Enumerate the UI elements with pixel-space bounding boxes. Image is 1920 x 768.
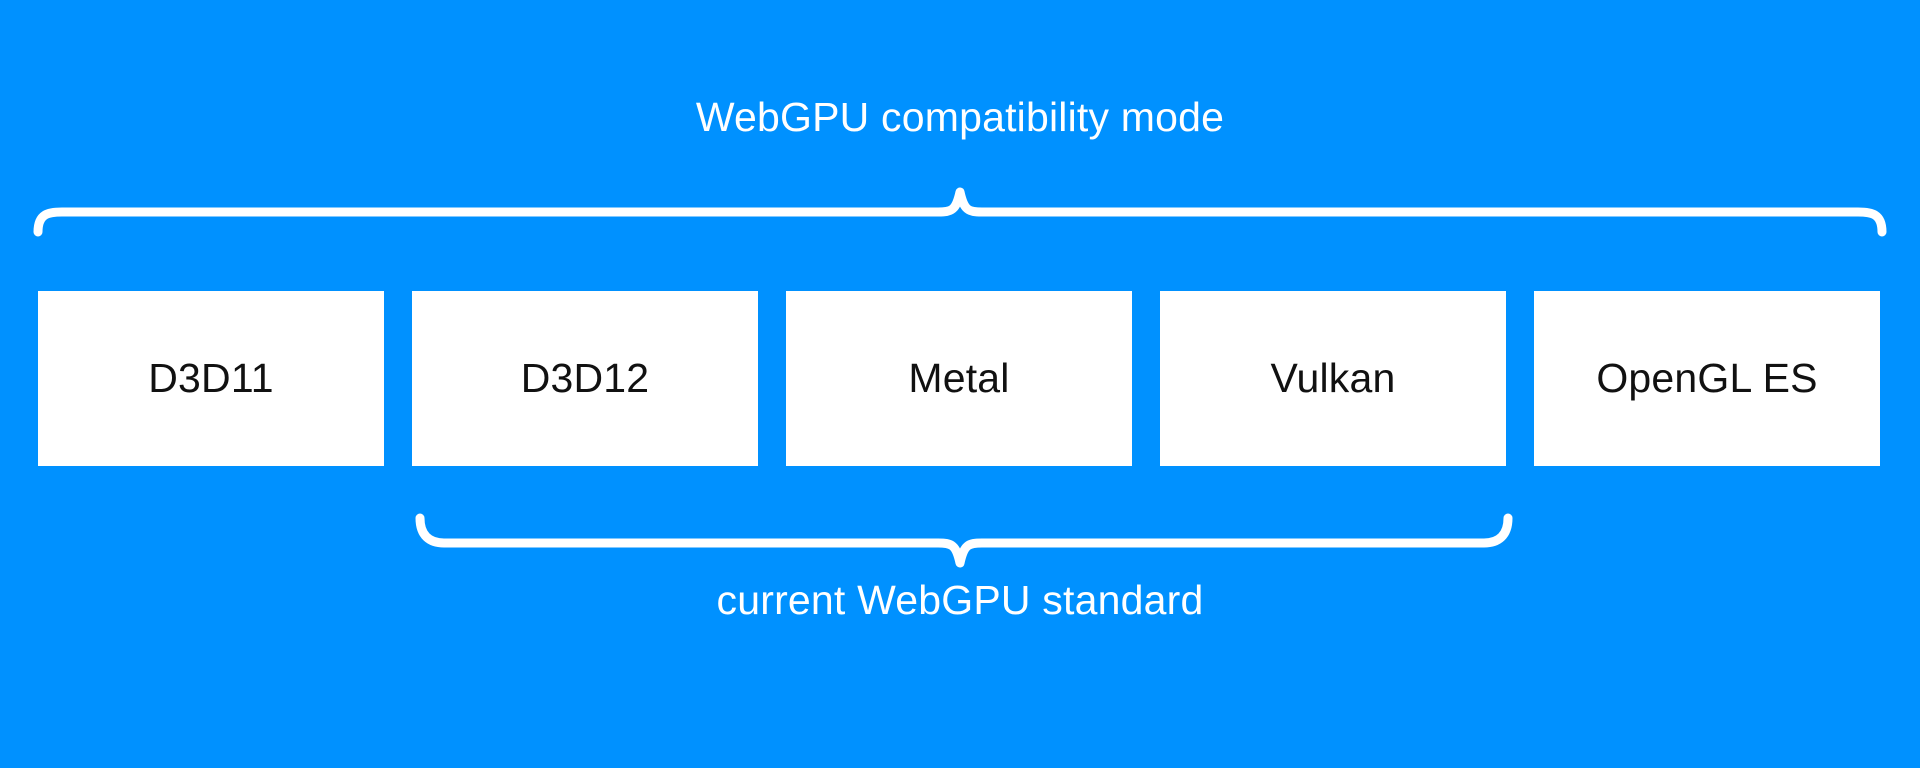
platform-box-label: OpenGL ES xyxy=(1596,355,1818,401)
platform-box-d3d12[interactable]: D3D12 xyxy=(412,291,758,466)
platform-box-label: Metal xyxy=(908,355,1010,401)
platform-box-metal[interactable]: Metal xyxy=(786,291,1132,466)
platform-box-label: Vulkan xyxy=(1270,355,1396,401)
platform-box-label: D3D11 xyxy=(148,355,274,401)
platform-box-label: D3D12 xyxy=(520,355,650,401)
bottom-brace-icon xyxy=(415,513,1513,568)
platform-box-row: D3D11 D3D12 Metal Vulkan OpenGL ES xyxy=(38,291,1882,466)
platform-box-opengl-es[interactable]: OpenGL ES xyxy=(1534,291,1880,466)
platform-box-d3d11[interactable]: D3D11 xyxy=(38,291,384,466)
top-brace-icon xyxy=(33,187,1887,237)
top-brace-label: WebGPU compatibility mode xyxy=(695,94,1225,140)
bottom-brace-label: current WebGPU standard xyxy=(716,577,1204,623)
platform-box-vulkan[interactable]: Vulkan xyxy=(1160,291,1506,466)
